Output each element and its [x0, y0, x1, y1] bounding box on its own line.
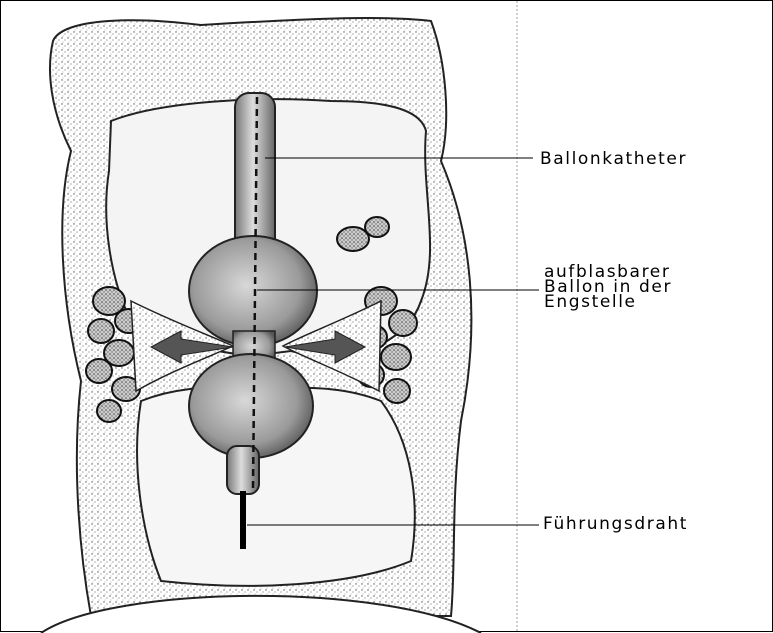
balloon-lower: [189, 354, 313, 458]
label-balloon: aufblasbarer Ballon in der Engstelle: [544, 265, 672, 310]
label-catheter: Ballonkatheter: [540, 152, 687, 167]
label-guidewire: Führungsdraht: [543, 517, 688, 532]
balloon-upper: [189, 236, 317, 346]
label-balloon-line-3: Engstelle: [544, 295, 672, 310]
